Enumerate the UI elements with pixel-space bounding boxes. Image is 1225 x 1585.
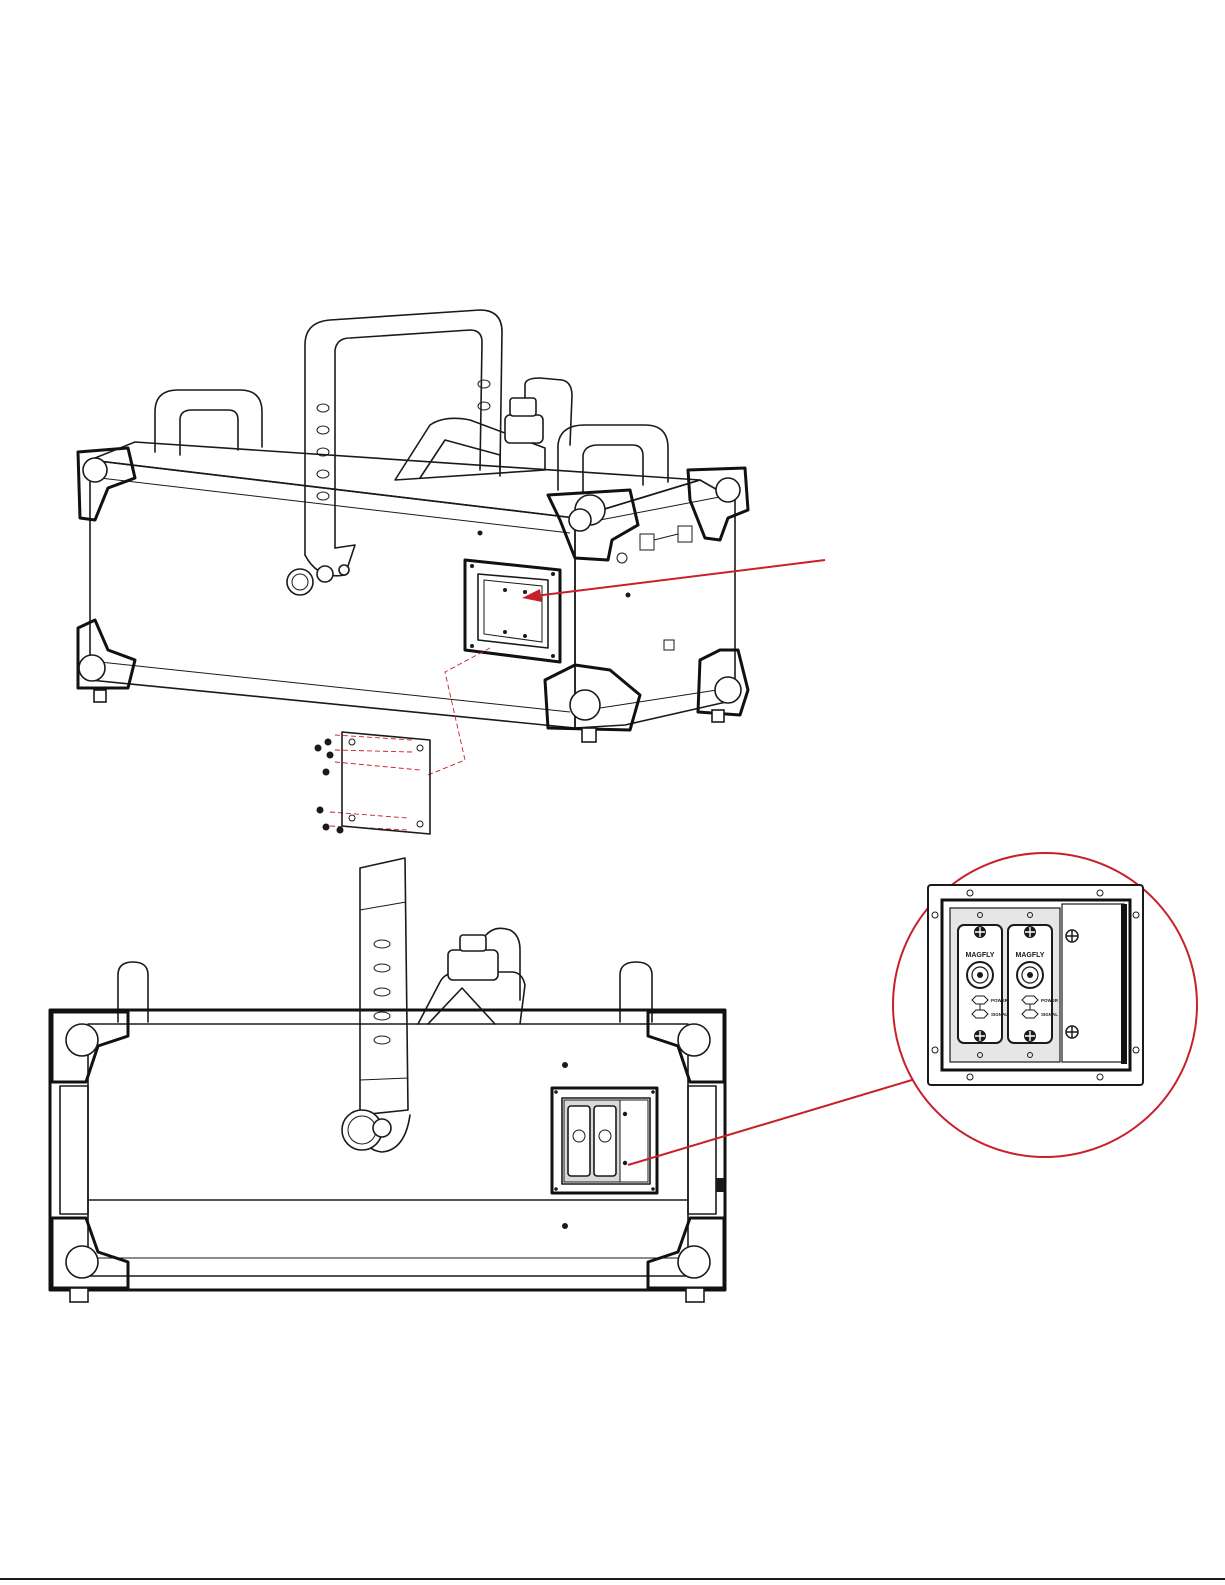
connector-detail-zoom: MAGFLY POWER SIGNAL MAGFLY — [893, 853, 1197, 1157]
connector-panel-installed — [552, 1088, 657, 1193]
zoom-callout-line — [628, 1080, 912, 1165]
signal-label: SIGNAL — [1041, 1012, 1058, 1017]
corner-protector-icon — [52, 1012, 128, 1302]
signal-label: SIGNAL — [991, 1012, 1008, 1017]
corner-protector-icon — [688, 468, 748, 722]
isometric-machine-view — [78, 310, 825, 834]
corner-protector-icon — [78, 448, 135, 702]
screw-icon — [315, 739, 344, 834]
power-label: POWER — [991, 998, 1009, 1003]
knob-icon — [287, 565, 349, 595]
alignment-guides — [330, 648, 490, 830]
case-front-face — [50, 1010, 725, 1290]
corner-protector-icon — [648, 1012, 724, 1302]
hanging-bracket — [360, 858, 408, 1115]
connector-module-1: MAGFLY POWER SIGNAL — [958, 913, 1009, 1058]
open-panel-frame — [465, 560, 560, 662]
arrow-icon — [522, 560, 825, 602]
connector-icon — [1017, 962, 1043, 988]
power-label: POWER — [1041, 998, 1059, 1003]
removed-cover-plate — [342, 732, 430, 834]
front-machine-view — [50, 858, 912, 1302]
connector-brand-label: MAGFLY — [966, 952, 995, 959]
knob-icon — [342, 1110, 391, 1150]
footer-rule — [0, 1578, 1225, 1580]
connector-module-2: MAGFLY POWER SIGNAL — [1008, 913, 1059, 1058]
connector-brand-label: MAGFLY — [1016, 952, 1045, 959]
connector-icon — [967, 962, 993, 988]
case-front-face — [90, 460, 575, 728]
